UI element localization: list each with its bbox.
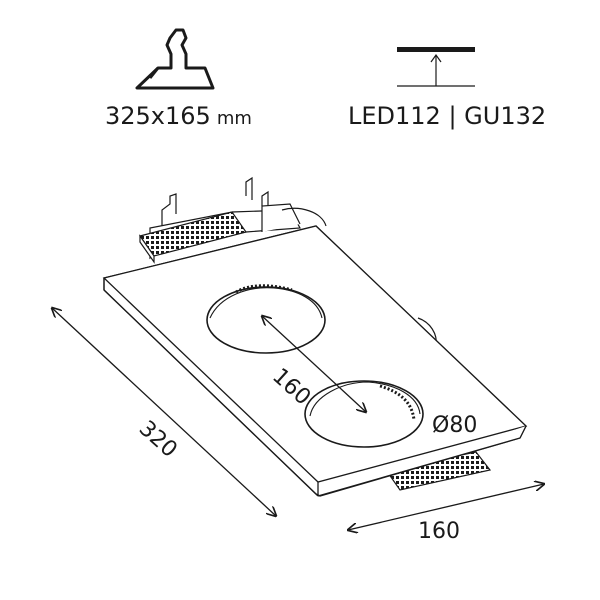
light-opening-2 <box>304 380 424 448</box>
width-label: 160 <box>418 519 460 544</box>
diameter-label: Ø80 <box>432 413 477 438</box>
ceiling-cutout-icon <box>135 28 215 90</box>
ceiling-mount-icon <box>397 47 475 87</box>
lamp-types-label: LED112 | GU132 <box>348 102 546 130</box>
length-label: 320 <box>134 416 182 463</box>
length-dimension-line <box>52 308 276 516</box>
width-dimension-line <box>348 484 544 530</box>
spacing-dimension-line <box>262 316 366 412</box>
